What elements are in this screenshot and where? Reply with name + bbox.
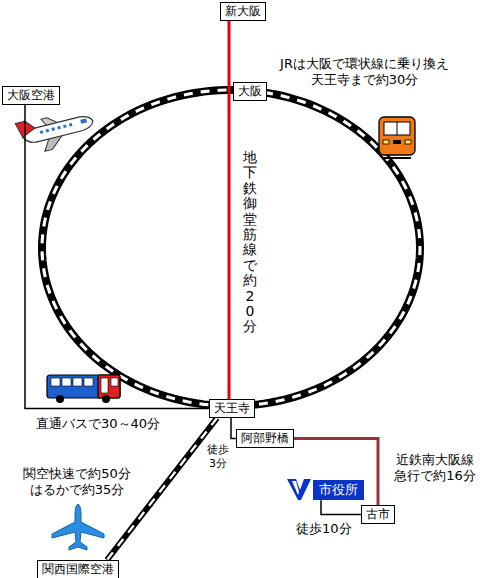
rail-dash	[252, 92, 420, 405]
city-emblem	[287, 479, 311, 500]
station-name: 天王寺	[214, 401, 250, 416]
route-connector	[252, 92, 420, 405]
rail-line	[252, 92, 420, 405]
route-connector	[321, 500, 361, 514]
route-line	[321, 500, 361, 514]
station-box: 阿部野橋	[236, 429, 294, 448]
route-line	[25, 105, 209, 409]
airplane-icon	[15, 105, 97, 156]
rail-line	[42, 90, 242, 406]
route-label: 直通バスで30～40分	[36, 416, 160, 432]
rail-dash	[42, 90, 242, 406]
station-box: 古市	[361, 505, 395, 524]
route-connector	[294, 439, 378, 506]
station-box: 新大阪	[220, 2, 266, 21]
route-label: 地下鉄御堂筋線で約20分	[243, 150, 257, 335]
route-label: 近鉄南大阪線 急行で約16分	[387, 452, 483, 485]
station-name: 阿部野橋	[241, 431, 289, 446]
route-label: JRは大阪で環状線に乗り換え 天王寺まで約30分	[262, 56, 467, 89]
route-connector	[25, 105, 209, 409]
route-label: 関空快速で約50分 はるかで約35分	[12, 466, 142, 499]
station-box: 天王寺	[209, 399, 255, 418]
route-connector	[229, 21, 230, 399]
station-name: 古市	[366, 507, 390, 522]
train-icon	[379, 117, 415, 158]
loop-line-left	[42, 90, 242, 406]
route-line	[228, 21, 231, 399]
station-box: 大阪	[233, 82, 267, 101]
bus-icon	[47, 375, 120, 403]
route-label: 徒歩10分	[296, 521, 352, 537]
route-line	[294, 439, 378, 506]
station-box: 大阪空港	[2, 86, 60, 105]
station-name: 新大阪	[225, 4, 261, 19]
station-box: 市役所	[313, 480, 364, 500]
route-label: 徒歩 3分	[204, 443, 232, 471]
airplane-icon	[52, 504, 104, 550]
station-name: 大阪空港	[7, 88, 55, 103]
station-name: 市役所	[319, 482, 358, 498]
station-name: 大阪	[238, 84, 262, 99]
station-name: 関西国際空港	[42, 562, 114, 577]
station-box: 関西国際空港	[37, 560, 119, 578]
